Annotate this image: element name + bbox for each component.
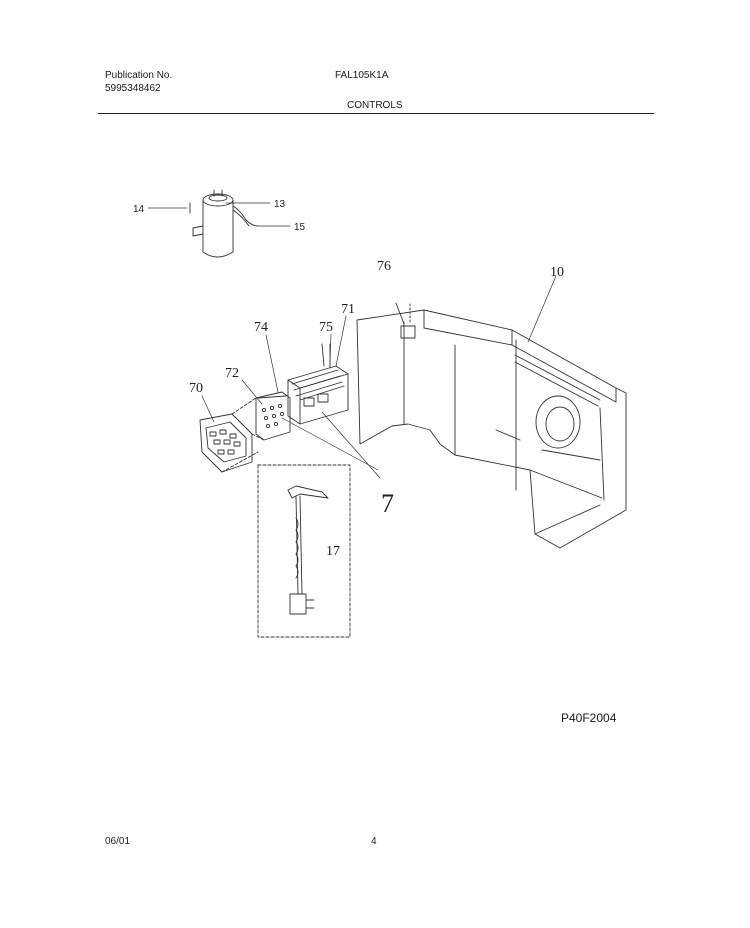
figure-code: P40F2004 — [561, 711, 617, 725]
control-board — [287, 343, 349, 425]
control-housing-bracket — [356, 302, 627, 549]
part-label-70: 70 — [189, 381, 203, 396]
assembly-leader-lines — [201, 315, 381, 479]
part-label-7: 7 — [381, 489, 394, 518]
part-label-17: 17 — [326, 544, 340, 559]
publication-label: Publication No. — [105, 70, 173, 81]
part-label-76: 76 — [377, 259, 391, 274]
capacitor-leader-lines — [147, 202, 291, 227]
header-divider — [98, 113, 654, 114]
capacitor-part — [189, 189, 259, 258]
part-label-72: 72 — [225, 366, 239, 381]
revision-date: 06/01 — [105, 836, 131, 847]
part-label-75: 75 — [319, 320, 333, 335]
part-label-74: 74 — [254, 320, 268, 335]
wiring-panel — [255, 391, 291, 441]
front-control-panel — [199, 397, 265, 473]
wire-harness — [257, 464, 351, 638]
part-label-10: 10 — [550, 265, 564, 280]
housing-leader-line — [527, 275, 557, 343]
part-label-71: 71 — [341, 302, 355, 317]
section-title: CONTROLS — [347, 100, 403, 111]
publication-number: 5995348462 — [105, 83, 161, 94]
part-label-14: 14 — [133, 204, 145, 215]
part-label-13: 13 — [274, 199, 286, 210]
page-number: 4 — [371, 836, 377, 847]
part-label-15: 15 — [294, 222, 306, 233]
model-number: FAL105K1A — [335, 70, 389, 81]
